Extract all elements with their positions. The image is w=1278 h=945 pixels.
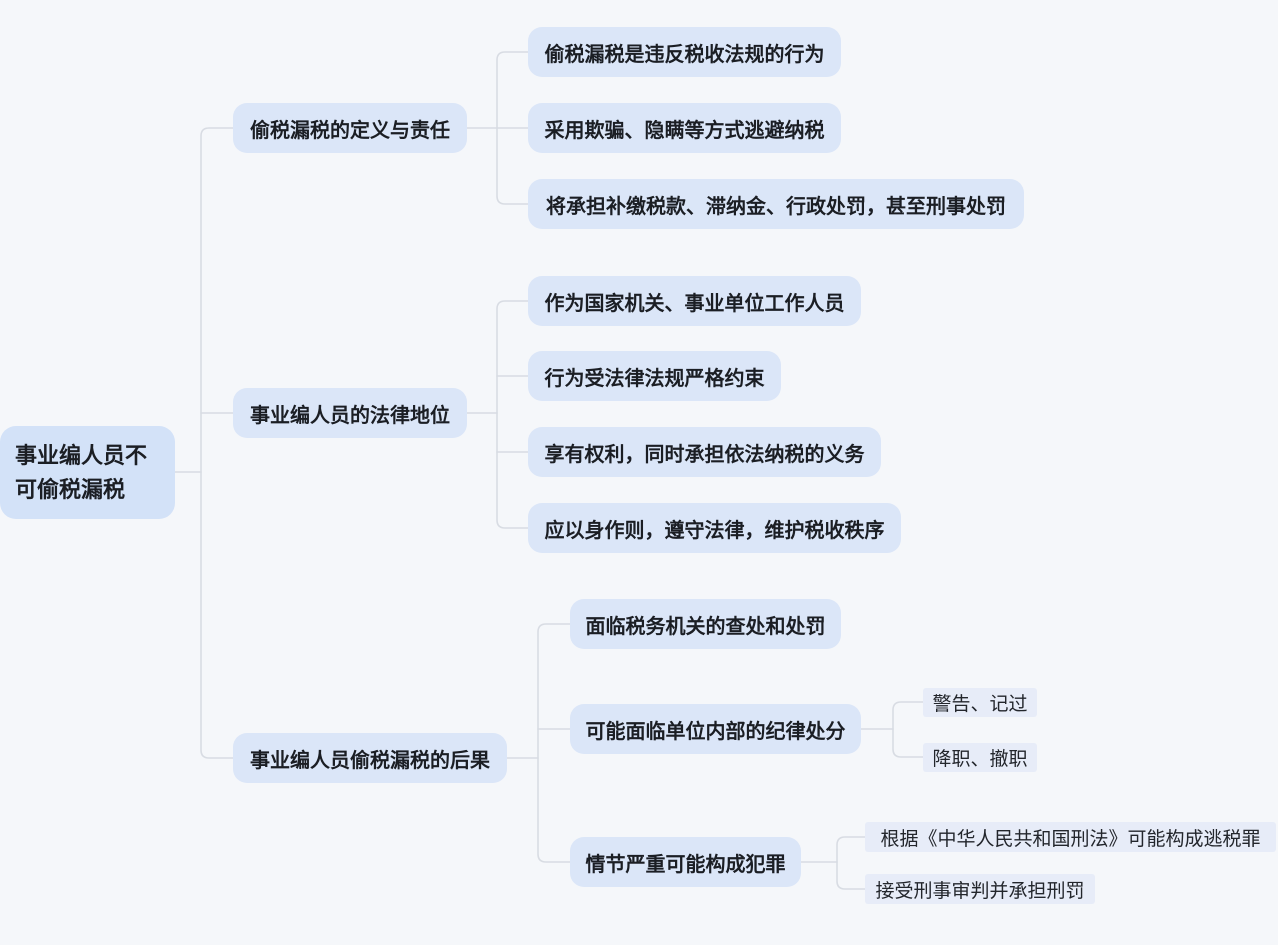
leaf-node[interactable]: 警告、记过 [923, 688, 1037, 717]
child-node[interactable]: 应以身作则，遵守法律，维护税收秩序 [528, 503, 901, 553]
root-node[interactable]: 事业编人员不可偷税漏税 [0, 426, 175, 519]
child-node[interactable]: 作为国家机关、事业单位工作人员 [528, 276, 861, 326]
child-node[interactable]: 采用欺骗、隐瞒等方式逃避纳税 [528, 103, 841, 153]
leaf-node[interactable]: 接受刑事审判并承担刑罚 [865, 874, 1095, 904]
leaf-node[interactable]: 降职、撤职 [923, 743, 1037, 772]
child-node[interactable]: 享有权利，同时承担依法纳税的义务 [528, 427, 881, 477]
child-node[interactable]: 行为受法律法规严格约束 [528, 351, 781, 401]
branch-node-definition[interactable]: 偷税漏税的定义与责任 [233, 103, 467, 153]
child-node-discipline[interactable]: 可能面临单位内部的纪律处分 [570, 704, 861, 754]
leaf-node[interactable]: 根据《中华人民共和国刑法》可能构成逃税罪 [865, 822, 1276, 852]
child-node[interactable]: 偷税漏税是违反税收法规的行为 [528, 27, 841, 77]
child-node[interactable]: 将承担补缴税款、滞纳金、行政处罚，甚至刑事处罚 [528, 179, 1024, 229]
branch-node-consequences[interactable]: 事业编人员偷税漏税的后果 [233, 733, 507, 783]
branch-node-legal-status[interactable]: 事业编人员的法律地位 [233, 388, 467, 438]
child-node[interactable]: 面临税务机关的查处和处罚 [570, 599, 841, 649]
child-node-crime[interactable]: 情节严重可能构成犯罪 [570, 837, 801, 887]
